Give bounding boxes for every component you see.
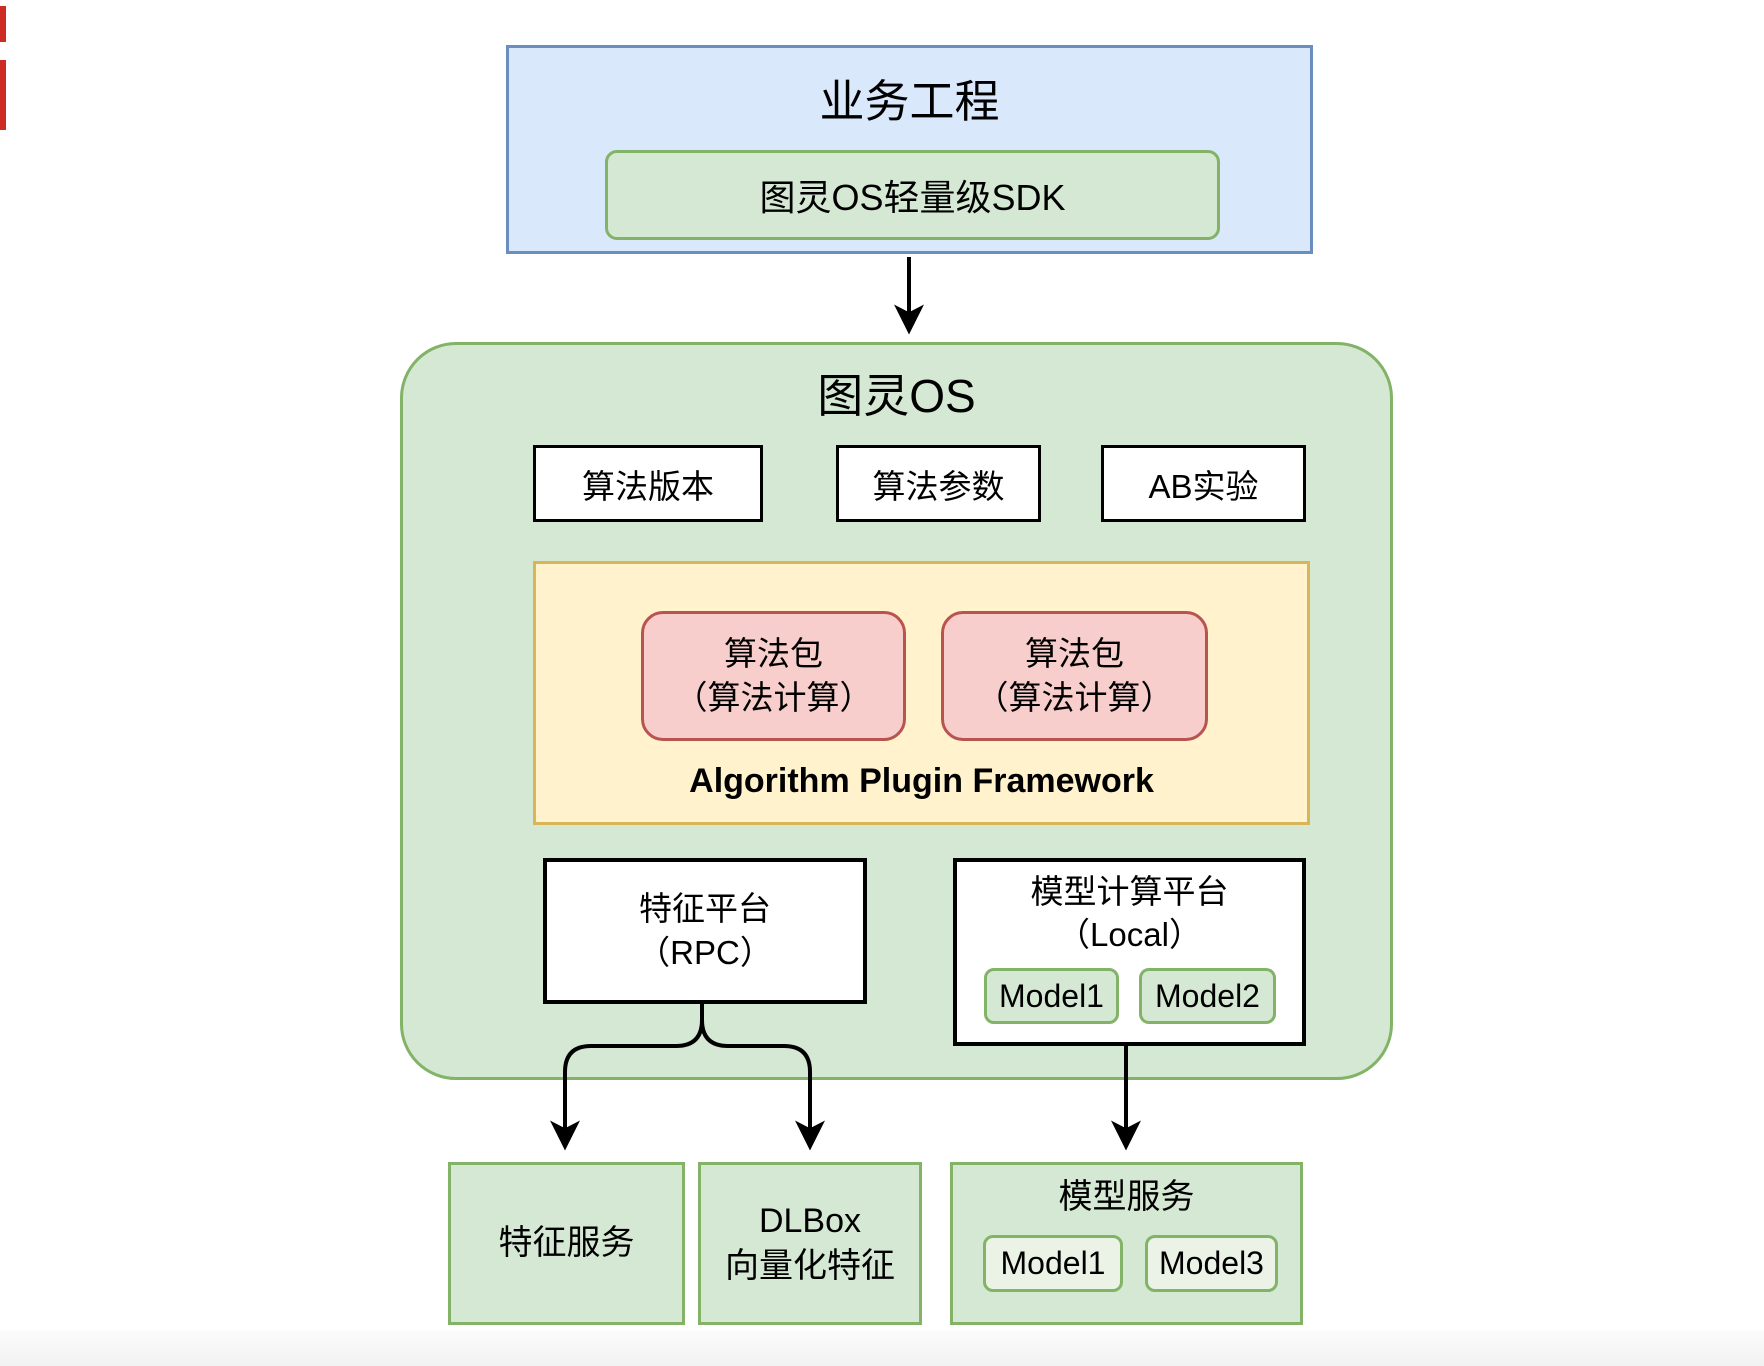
model-service-box: 模型服务 Model1 Model3	[950, 1162, 1303, 1325]
turingos-sdk-box: 图灵OS轻量级SDK	[605, 150, 1220, 240]
dlbox-vectorized-feature-box: DLBox 向量化特征	[698, 1162, 922, 1325]
left-edge-red-artifact	[0, 60, 6, 130]
model-compute-platform-box: 模型计算平台 （Local） Model1 Model2	[953, 858, 1306, 1046]
model1-chip: Model1	[984, 968, 1119, 1024]
model-service-title: 模型服务	[1058, 1178, 1195, 1216]
algorithm-package-box: 算法包 （算法计算）	[941, 611, 1208, 741]
model2-chip: Model2	[1139, 968, 1276, 1024]
model-compute-platform-title: 模型计算平台 （Local）	[1030, 873, 1229, 953]
ab-test-box: AB实验	[1101, 445, 1306, 522]
page-bottom-strip	[0, 1330, 1764, 1366]
business-engineering-title: 业务工程	[819, 76, 1000, 127]
turing-os-title: 图灵OS	[817, 370, 976, 422]
feature-platform-rpc-box: 特征平台 （RPC）	[543, 858, 867, 1004]
model3-chip: Model3	[1145, 1235, 1278, 1292]
business-engineering-box: 业务工程 图灵OS轻量级SDK	[506, 45, 1313, 254]
turing-os-container: 图灵OS 算法版本 算法参数 AB实验 算法包 （算法计算） 算法包 （算法计算…	[400, 342, 1393, 1080]
algorithm-params-box: 算法参数	[836, 445, 1041, 522]
algorithm-version-box: 算法版本	[533, 445, 763, 522]
algorithm-package-box: 算法包 （算法计算）	[641, 611, 906, 741]
algorithm-plugin-framework-label: Algorithm Plugin Framework	[689, 762, 1154, 800]
algorithm-plugin-framework-box: 算法包 （算法计算） 算法包 （算法计算） Algorithm Plugin F…	[533, 561, 1310, 825]
left-edge-red-artifact	[0, 6, 6, 42]
model1-chip: Model1	[983, 1235, 1123, 1292]
feature-service-box: 特征服务	[448, 1162, 685, 1325]
